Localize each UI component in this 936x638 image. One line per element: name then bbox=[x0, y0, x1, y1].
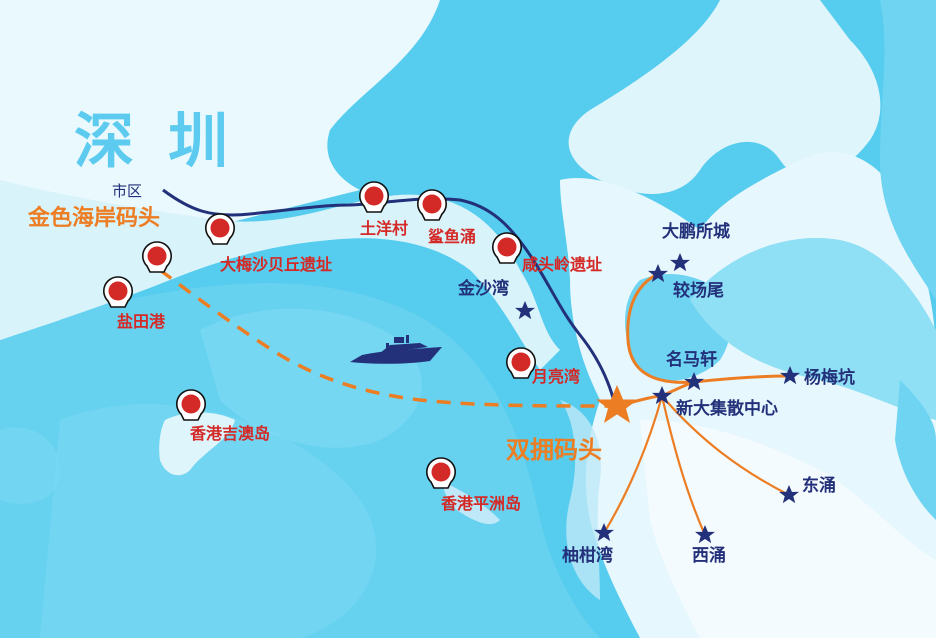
pin-dameisha-icon[interactable] bbox=[204, 213, 236, 245]
label-shayuchong: 鲨鱼涌 bbox=[428, 227, 477, 246]
island-pingzhou bbox=[440, 480, 500, 525]
map-title: 深圳 bbox=[74, 107, 262, 177]
label-gold-pier: 金色海岸码头 bbox=[28, 206, 161, 231]
island-jiao bbox=[159, 412, 235, 476]
pin-tuyang-icon[interactable] bbox=[358, 181, 390, 213]
ferry-boat-icon bbox=[350, 335, 442, 364]
label-xiantouling: 咸头岭遗址 bbox=[522, 255, 603, 274]
pin-yantian-icon[interactable] bbox=[102, 276, 134, 308]
label-tuyang: 土洋村 bbox=[360, 219, 409, 238]
label-mingmaxuan: 名马轩 bbox=[666, 350, 717, 370]
route-land-navy bbox=[162, 188, 617, 406]
label-dongchong: 东涌 bbox=[802, 476, 836, 496]
label-yueliangwan: 月亮湾 bbox=[532, 367, 581, 386]
pin-yueliangwan-icon[interactable] bbox=[505, 347, 537, 379]
label-city: 市区 bbox=[112, 182, 143, 200]
label-jinshawan: 金沙湾 bbox=[458, 279, 509, 299]
label-yangmeikeng: 杨梅坑 bbox=[804, 368, 855, 388]
label-youganwan: 柚柑湾 bbox=[562, 546, 613, 566]
land-shenzhen bbox=[0, 0, 881, 194]
label-xinda-center: 新大集散中心 bbox=[676, 399, 778, 419]
main-pier-star-icon[interactable] bbox=[596, 385, 638, 424]
label-jiao-island: 香港吉澳岛 bbox=[190, 424, 271, 443]
label-pingzhou-island: 香港平洲岛 bbox=[441, 494, 522, 513]
label-dapeng: 大鹏所城 bbox=[662, 222, 730, 242]
pin-shayuchong-icon[interactable] bbox=[416, 189, 448, 221]
label-jiaochangwei: 较场尾 bbox=[673, 281, 724, 301]
label-xichong: 西涌 bbox=[692, 546, 726, 566]
pin-gold-pier-icon[interactable] bbox=[141, 241, 173, 273]
route-sea-dashed bbox=[158, 268, 609, 408]
label-shuangyong-pier: 双拥码头 bbox=[506, 436, 602, 464]
label-yantian: 盐田港 bbox=[117, 312, 166, 331]
pin-pingzhou-island-icon[interactable] bbox=[425, 457, 457, 489]
label-dameisha: 大梅沙贝丘遗址 bbox=[220, 255, 333, 274]
pin-jiao-island-icon[interactable] bbox=[175, 389, 207, 421]
pin-xiantouling-icon[interactable] bbox=[491, 232, 523, 264]
